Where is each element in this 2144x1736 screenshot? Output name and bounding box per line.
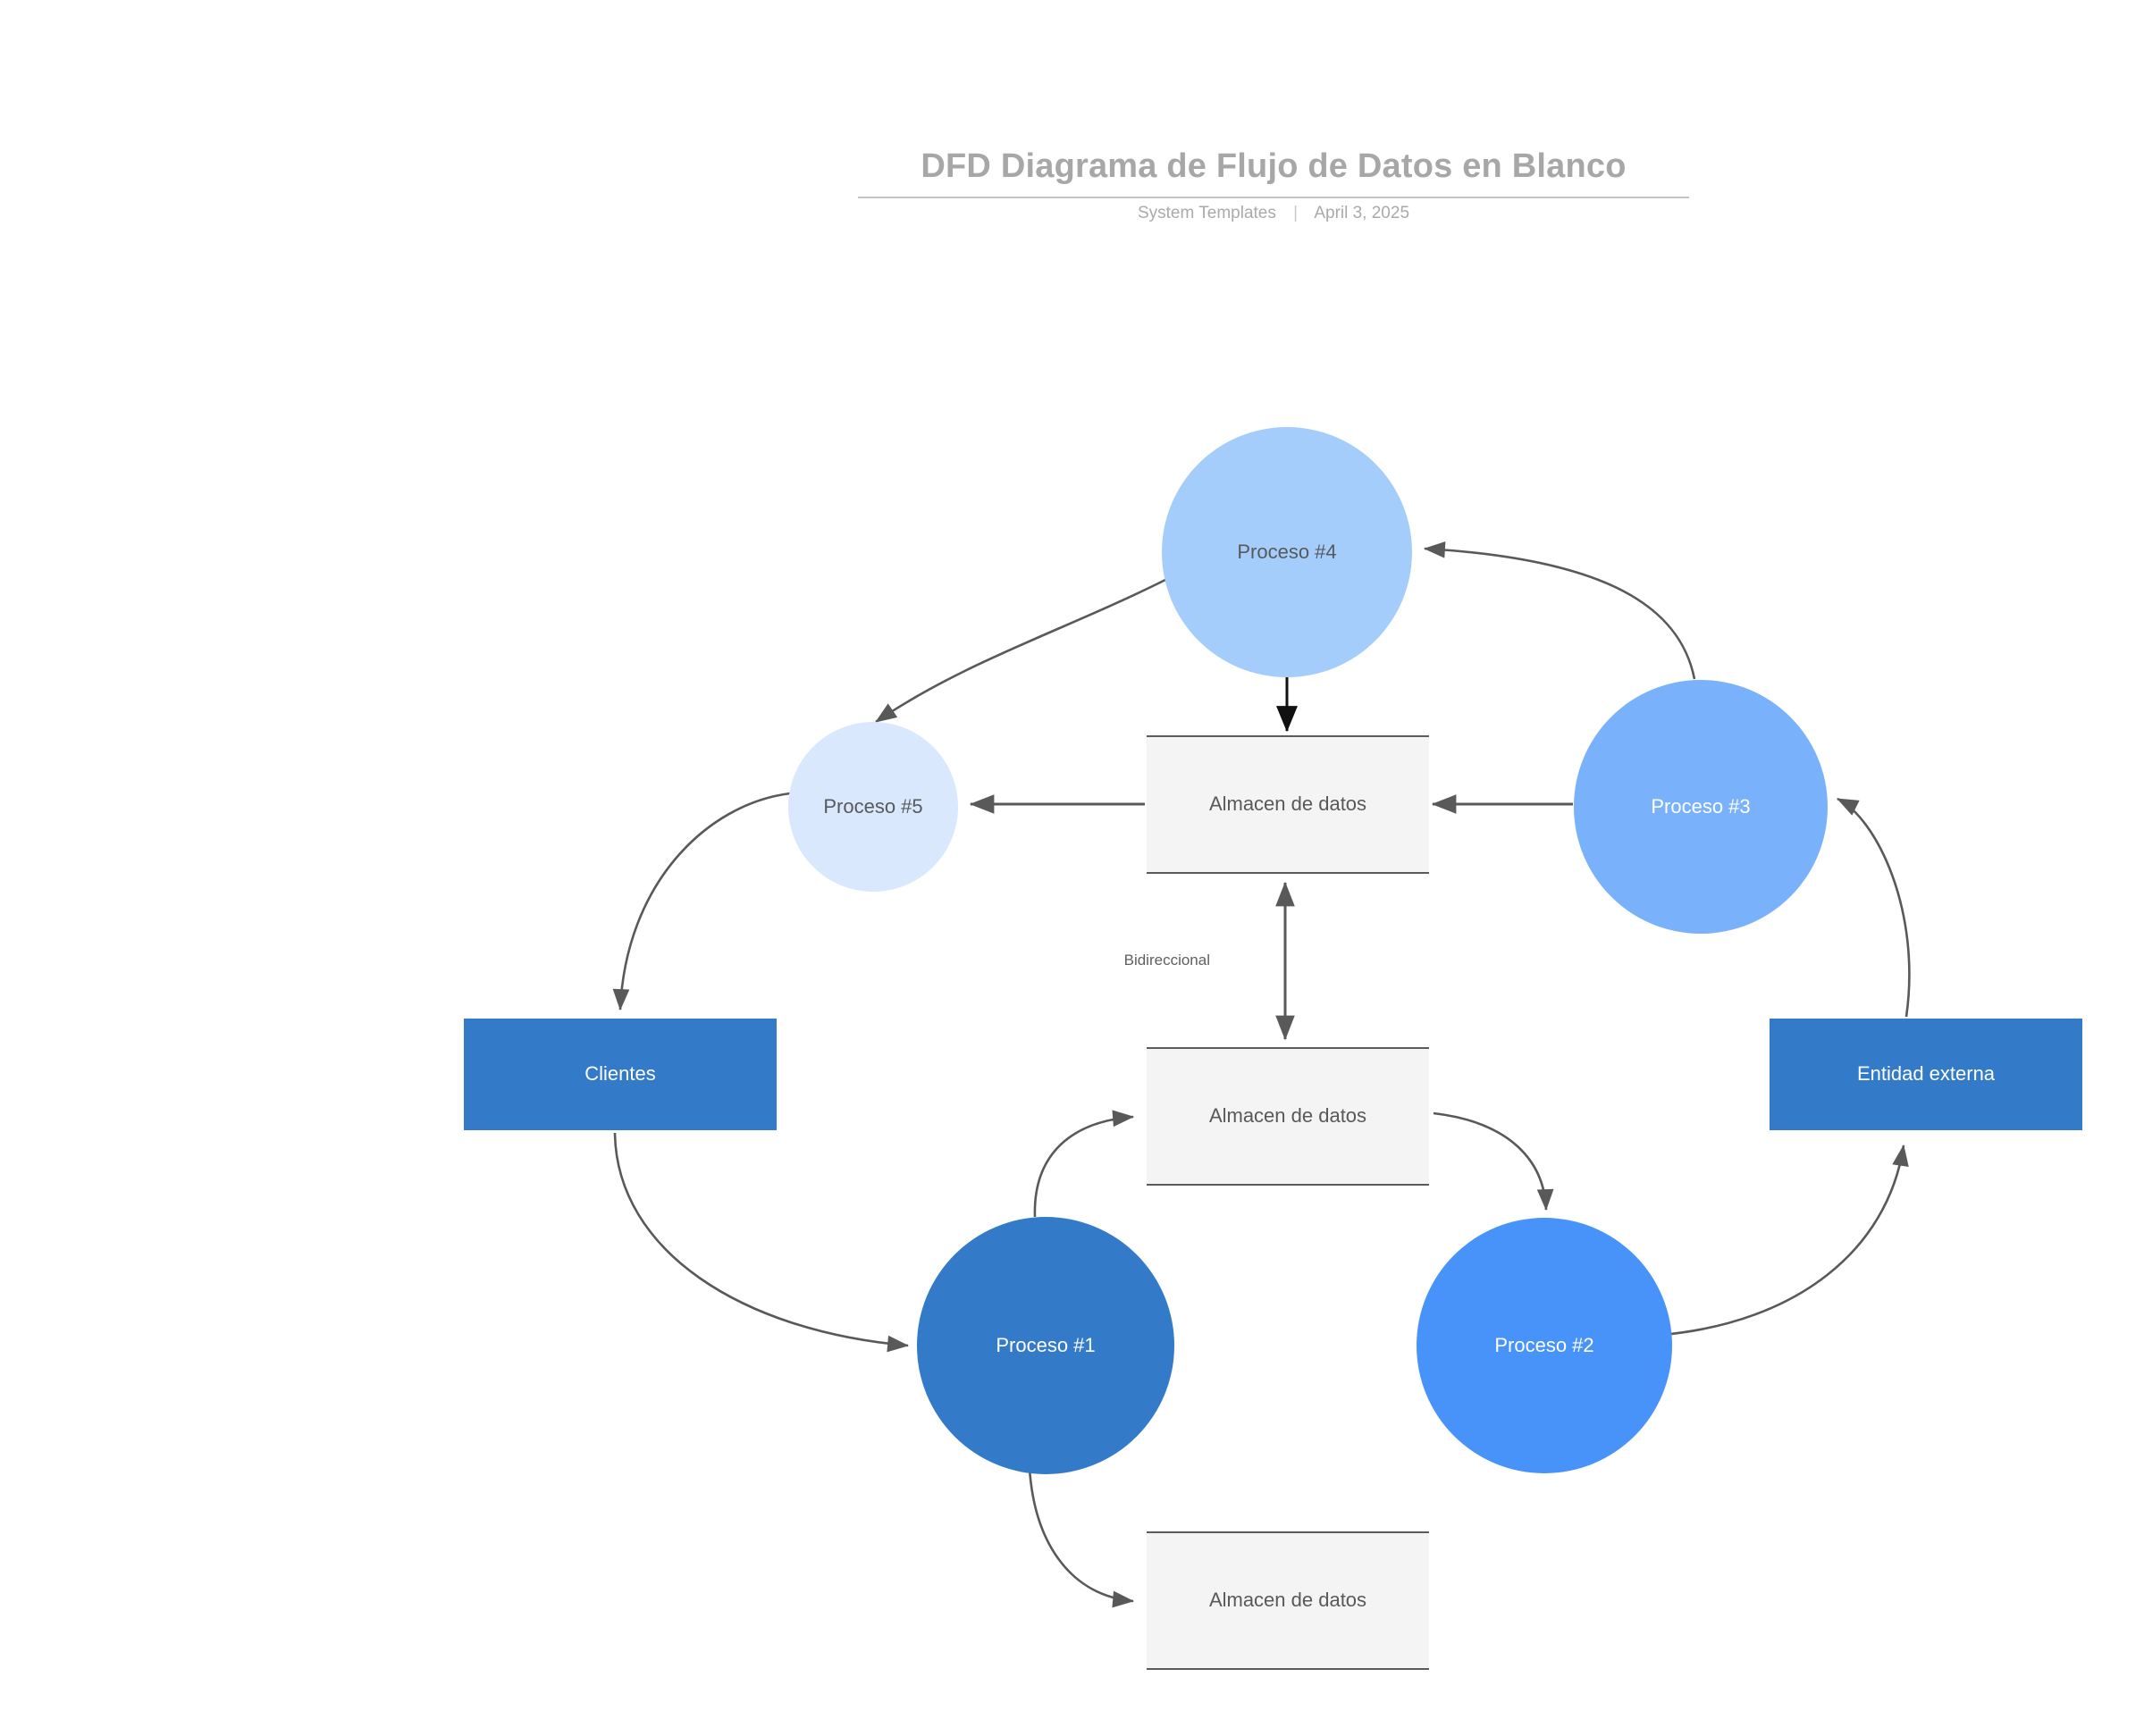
node-label: Proceso #4 (1237, 540, 1337, 563)
node-label: Proceso #3 (1651, 794, 1751, 818)
node-label: Proceso #5 (823, 794, 923, 818)
node-label: Proceso #1 (996, 1333, 1096, 1356)
node-label: Clientes (584, 1062, 656, 1086)
node-proceso-2[interactable]: Proceso #2 (1417, 1218, 1672, 1473)
node-label: Almacen de datos (1208, 1589, 1367, 1612)
edge-proceso1-to-store-bottom (1028, 1468, 1135, 1608)
node-almacen-de-datos-bottom[interactable]: Almacen de datos (1147, 1531, 1429, 1670)
node-label: Entidad externa (1856, 1062, 1996, 1086)
node-label: Almacen de datos (1208, 793, 1367, 816)
edge-proceso3-to-proceso4 (1423, 541, 1696, 680)
edge-entidad-to-proceso3 (1837, 797, 1911, 1018)
node-proceso-5[interactable]: Proceso #5 (788, 722, 958, 892)
node-proceso-3[interactable]: Proceso #3 (1574, 680, 1828, 934)
edge-proceso5-to-clientes (612, 792, 791, 1011)
edge-proceso4-to-proceso5 (875, 577, 1168, 724)
node-label: Almacen de datos (1208, 1104, 1367, 1128)
edge-store-middle-to-proceso2 (1433, 1111, 1554, 1212)
edge-clientes-to-proceso1 (613, 1132, 910, 1353)
node-proceso-4[interactable]: Proceso #4 (1162, 427, 1412, 677)
node-proceso-1[interactable]: Proceso #1 (917, 1217, 1174, 1474)
edge-label-bidireccional: Bidireccional (1124, 952, 1223, 969)
node-label: Proceso #2 (1494, 1333, 1594, 1356)
node-almacen-de-datos-top[interactable]: Almacen de datos (1147, 735, 1429, 874)
edge-proceso2-to-entidad (1661, 1144, 1909, 1337)
node-clientes[interactable]: Clientes (464, 1019, 777, 1130)
edge-label-text: Bidireccional (1123, 952, 1210, 969)
node-almacen-de-datos-middle[interactable]: Almacen de datos (1147, 1047, 1429, 1186)
node-entidad-externa[interactable]: Entidad externa (1770, 1019, 2082, 1130)
edge-proceso1-to-store-middle (1033, 1110, 1135, 1218)
